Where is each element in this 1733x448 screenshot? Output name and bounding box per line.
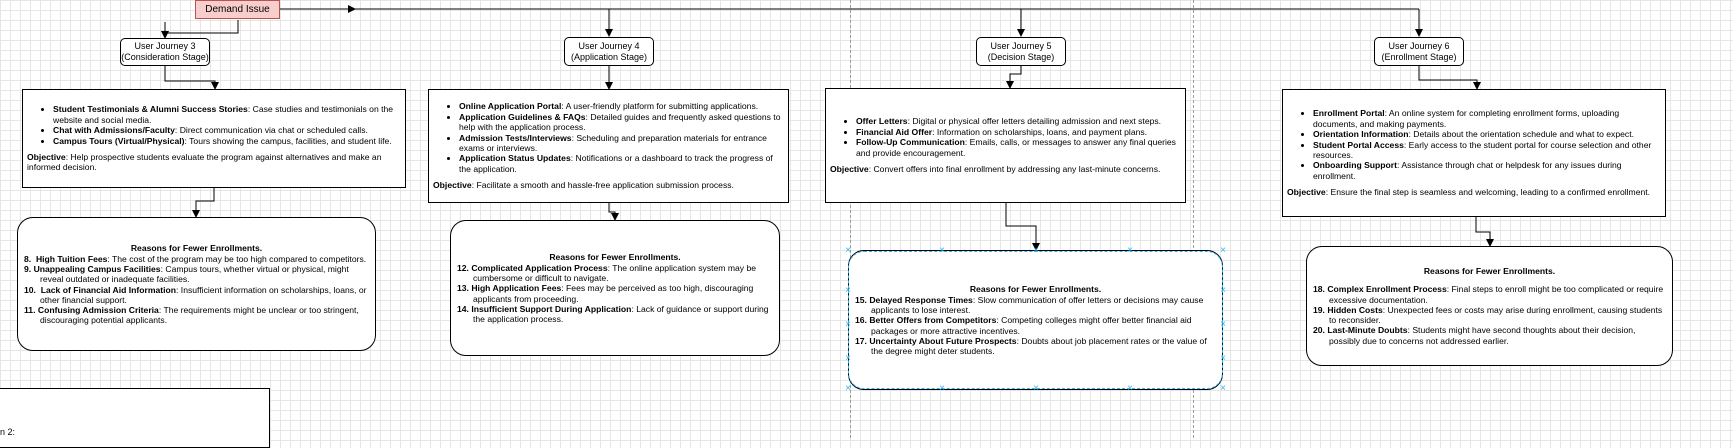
touchpoint-list: Offer Letters: Digital or physical offer… <box>830 116 1181 158</box>
resize-handle-icon[interactable]: × <box>1033 383 1039 394</box>
resize-handle-icon[interactable]: × <box>1220 285 1226 296</box>
touchpoint-item: Application Guidelines & FAQs: Detailed … <box>459 112 784 133</box>
journey-title: User Journey 4 <box>578 40 640 51</box>
touchpoint-item: Admission Tests/Interviews: Scheduling a… <box>459 133 784 154</box>
resize-handle-icon[interactable]: × <box>939 245 945 256</box>
connector-journey3-box <box>164 66 219 90</box>
resize-handle-icon[interactable]: × <box>845 285 851 296</box>
page-break-guide <box>850 0 851 438</box>
connector-demand-journey3 <box>161 20 239 39</box>
reason-item: 11. Confusing Admission Criteria: The re… <box>24 304 359 326</box>
journey-title: User Journey 3 <box>134 41 196 51</box>
touchpoint-item: Onboarding Support: Assistance through c… <box>1313 160 1661 181</box>
reason-item: 15. Delayed Response Times: Slow communi… <box>855 294 1204 316</box>
objective-text: Objective: Ensure the final step is seam… <box>1287 187 1651 198</box>
resize-handle-icon[interactable]: × <box>939 383 945 394</box>
resize-handle-icon[interactable]: × <box>845 245 851 256</box>
journey-3-node[interactable]: User Journey 3 (Consideration Stage) <box>120 38 210 66</box>
selection-outline <box>848 251 1223 389</box>
resize-handle-icon[interactable]: × <box>1033 245 1039 256</box>
touchpoint-item: Online Application Portal: A user-friend… <box>459 101 784 111</box>
touchpoint-box-journey-3[interactable]: Student Testimonials & Alumni Success St… <box>22 89 406 188</box>
connector-box4-reason <box>608 203 619 221</box>
partial-box-bottom-left[interactable] <box>0 388 270 448</box>
touchpoint-item: Application Status Updates: Notification… <box>459 153 784 174</box>
journey-5-node[interactable]: User Journey 5 (Decision Stage) <box>976 37 1066 66</box>
reason-item: 10. Lack of Financial Aid Information: I… <box>24 284 367 305</box>
journey-stage: (Consideration Stage) <box>121 52 209 62</box>
connector-box3-reason <box>192 188 215 218</box>
journey-title: User Journey 5 <box>990 40 1052 51</box>
touchpoint-box-journey-4[interactable]: Online Application Portal: A user-friend… <box>428 89 789 203</box>
objective-text: Objective: Convert offers into final enr… <box>830 164 1161 175</box>
page-break-guide <box>1193 0 1194 438</box>
reasons-box-journey-5[interactable]: Reasons for Fewer Enrollments. 15. Delay… <box>848 250 1223 390</box>
touchpoint-item: Student Testimonials & Alumni Success St… <box>53 104 401 125</box>
reasons-title: Reasons for Fewer Enrollments. <box>549 251 681 262</box>
reason-item: 18. Complex Enrollment Process: Final st… <box>1313 284 1664 305</box>
reasons-title: Reasons for Fewer Enrollments. <box>130 242 263 253</box>
reasons-box-journey-3[interactable]: Reasons for Fewer Enrollments. 8. High T… <box>17 217 376 351</box>
touchpoint-list: Enrollment Portal: An online system for … <box>1287 108 1661 181</box>
resize-handle-icon[interactable]: × <box>1127 245 1133 256</box>
touchpoint-item: Offer Letters: Digital or physical offer… <box>856 116 1181 126</box>
journey-stage: (Decision Stage) <box>987 51 1055 62</box>
resize-handle-icon[interactable]: × <box>845 319 851 330</box>
touchpoint-item: Financial Aid Offer: Information on scho… <box>856 127 1181 137</box>
resize-handle-icon[interactable]: × <box>1220 383 1226 394</box>
resize-handle-icon[interactable]: × <box>845 353 851 364</box>
reason-item: 14. Insufficient Support During Applicat… <box>457 303 769 324</box>
reason-item: 17. Uncertainty About Future Prospects: … <box>855 335 1207 356</box>
touchpoint-list: Online Application Portal: A user-friend… <box>433 101 784 174</box>
reasons-box-journey-4[interactable]: Reasons for Fewer Enrollments. 12. Compl… <box>450 220 780 356</box>
touchpoint-item: Student Portal Access: Early access to t… <box>1313 140 1661 161</box>
touchpoint-box-journey-6[interactable]: Enrollment Portal: An online system for … <box>1282 89 1666 217</box>
connector-journey5-box <box>1006 66 1022 89</box>
reason-item: 16. Better Offers from Competitors: Comp… <box>855 315 1192 336</box>
touchpoint-item: Enrollment Portal: An online system for … <box>1313 108 1661 129</box>
journey-6-node[interactable]: User Journey 6 (Enrollment Stage) <box>1374 37 1464 66</box>
reasons-title: Reasons for Fewer Enrollments. <box>969 283 1102 294</box>
journey-stage: (Application Stage) <box>570 51 648 62</box>
touchpoint-list: Student Testimonials & Alumni Success St… <box>27 104 401 146</box>
touchpoint-item: Campus Tours (Virtual/Physical): Tours s… <box>53 136 401 146</box>
reason-item: 9. Unappealing Campus Facilities: Campus… <box>24 264 349 285</box>
demand-issue-node[interactable]: Demand Issue <box>195 0 280 19</box>
reason-item: 19. Hidden Costs: Unexpected fees or cos… <box>1313 304 1663 326</box>
objective-text: Objective: Help prospective students eva… <box>27 151 382 173</box>
journey-title: User Journey 6 <box>1388 40 1450 51</box>
touchpoint-box-journey-5[interactable]: Offer Letters: Digital or physical offer… <box>825 88 1186 203</box>
objective-text: Objective: Facilitate a smooth and hassl… <box>433 180 734 191</box>
touchpoint-item: Chat with Admissions/Faculty: Direct com… <box>53 125 401 135</box>
resize-handle-icon[interactable]: × <box>845 383 851 394</box>
reason-item: 13. High Application Fees: Fees may be p… <box>457 283 754 304</box>
journey-4-node[interactable]: User Journey 4 (Application Stage) <box>564 37 654 66</box>
connector-box5-reason <box>1005 203 1040 251</box>
touchpoint-item: Orientation Information: Details about t… <box>1313 129 1661 139</box>
resize-handle-icon[interactable]: × <box>1127 383 1133 394</box>
connector-journey6-box <box>1418 66 1481 90</box>
reason-item: 12. Complicated Application Process: The… <box>457 262 757 284</box>
reason-item: 20. Last-Minute Doubts: Students might h… <box>1313 325 1636 346</box>
reasons-box-journey-6[interactable]: Reasons for Fewer Enrollments. 18. Compl… <box>1306 246 1673 366</box>
reason-item: 8. High Tuition Fees: The cost of the pr… <box>24 253 367 264</box>
touchpoint-item: Follow-Up Communication: Emails, calls, … <box>856 137 1181 158</box>
partial-box-label: n 2: <box>0 427 16 437</box>
connector-box6-reason <box>1475 217 1494 247</box>
resize-handle-icon[interactable]: × <box>1220 353 1226 364</box>
reasons-title: Reasons for Fewer Enrollments. <box>1423 266 1556 277</box>
resize-handle-icon[interactable]: × <box>1220 245 1226 256</box>
journey-stage: (Enrollment Stage) <box>1381 51 1457 62</box>
resize-handle-icon[interactable]: × <box>1220 319 1226 330</box>
